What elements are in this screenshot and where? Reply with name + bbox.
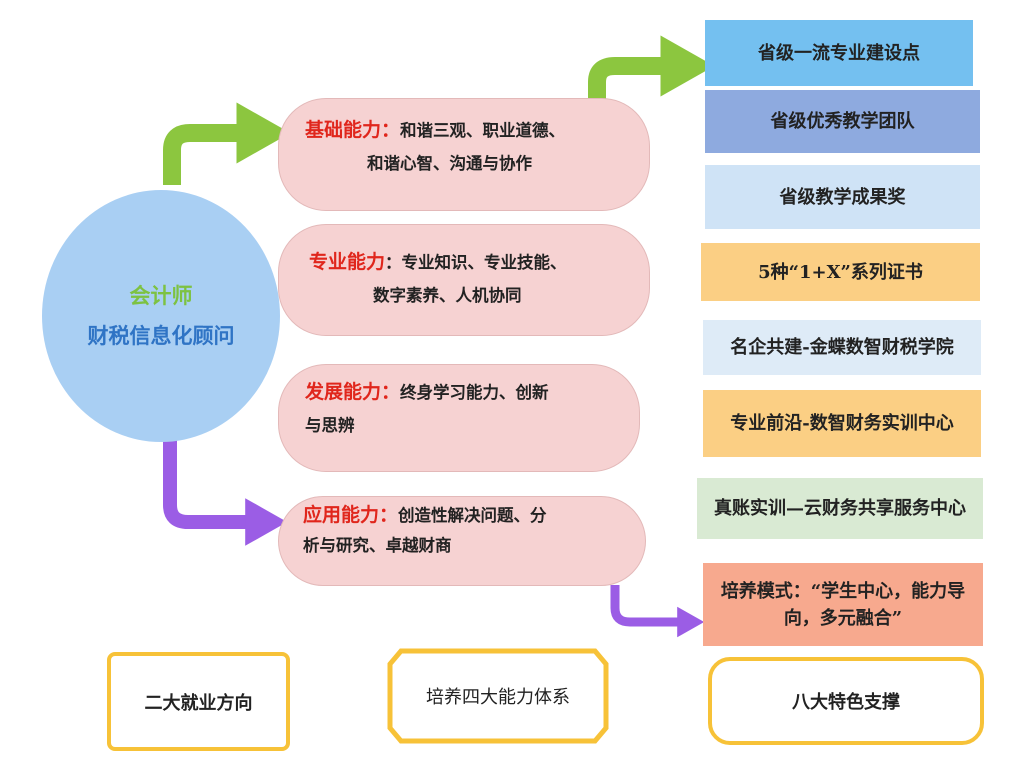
ability-professional-title: 专业能力 — [309, 251, 386, 273]
ability-basic-line2: 和谐心智、沟通与协作 — [367, 154, 532, 173]
feature-provincial-major: 省级一流专业建设点 — [705, 20, 973, 86]
career-tax-advisor: 财税信息化顾问 — [87, 323, 235, 348]
ability-development-title: 发展能力： — [305, 381, 401, 403]
feature-teaching-team: 省级优秀教学团队 — [705, 90, 980, 153]
ability-development: 发展能力：终身学习能力、创新 与思辨 — [278, 364, 640, 472]
feature-training-mode: 培养模式：“学生中心，能力导向，多元融合” — [703, 563, 983, 646]
purple-arrow-to-mode — [610, 585, 705, 638]
feature-training-center: 专业前沿-数智财务实训中心 — [703, 390, 981, 457]
ability-application-line2: 析与研究、卓越财商 — [303, 536, 452, 555]
green-arrow-to-features — [588, 35, 715, 100]
ability-professional-line1: ：专业知识、专业技能、 — [385, 253, 567, 272]
feature-cloud-finance: 真账实训—云财务共享服务中心 — [697, 478, 983, 539]
ability-basic-title: 基础能力： — [305, 119, 401, 141]
label-ability-system-frame — [387, 648, 609, 744]
label-career-directions: 二大就业方向 — [107, 652, 290, 751]
ability-basic-line1: 和谐三观、职业道德、 — [400, 121, 566, 140]
label-feature-supports: 八大特色支撑 — [708, 657, 984, 745]
career-oval: 会计师 财税信息化顾问 — [42, 190, 280, 442]
ability-professional: 专业能力：专业知识、专业技能、 数字素养、人机协同 — [278, 224, 650, 336]
feature-kingdee-college: 名企共建-金蝶数智财税学院 — [703, 320, 981, 375]
feature-certificates: 5种“1+X”系列证书 — [701, 243, 980, 301]
career-accountant: 会计师 — [129, 283, 193, 308]
ability-application: 应用能力：创造性解决问题、分 析与研究、卓越财商 — [278, 496, 646, 586]
label-ability-system: 培养四大能力体系 — [426, 687, 570, 708]
purple-arrow-to-applied — [163, 440, 288, 546]
ability-professional-line2: 数字素养、人机协同 — [373, 286, 522, 305]
ability-application-line1: 创造性解决问题、分 — [398, 506, 547, 525]
feature-teaching-award: 省级教学成果奖 — [705, 165, 980, 229]
ability-development-line2: 与思辨 — [305, 416, 355, 435]
ability-basic: 基础能力：和谐三观、职业道德、 和谐心智、沟通与协作 — [278, 98, 650, 211]
ability-development-line1: 终身学习能力、创新 — [400, 383, 549, 402]
green-arrow-to-basic — [163, 102, 291, 185]
ability-application-title: 应用能力： — [303, 504, 399, 526]
